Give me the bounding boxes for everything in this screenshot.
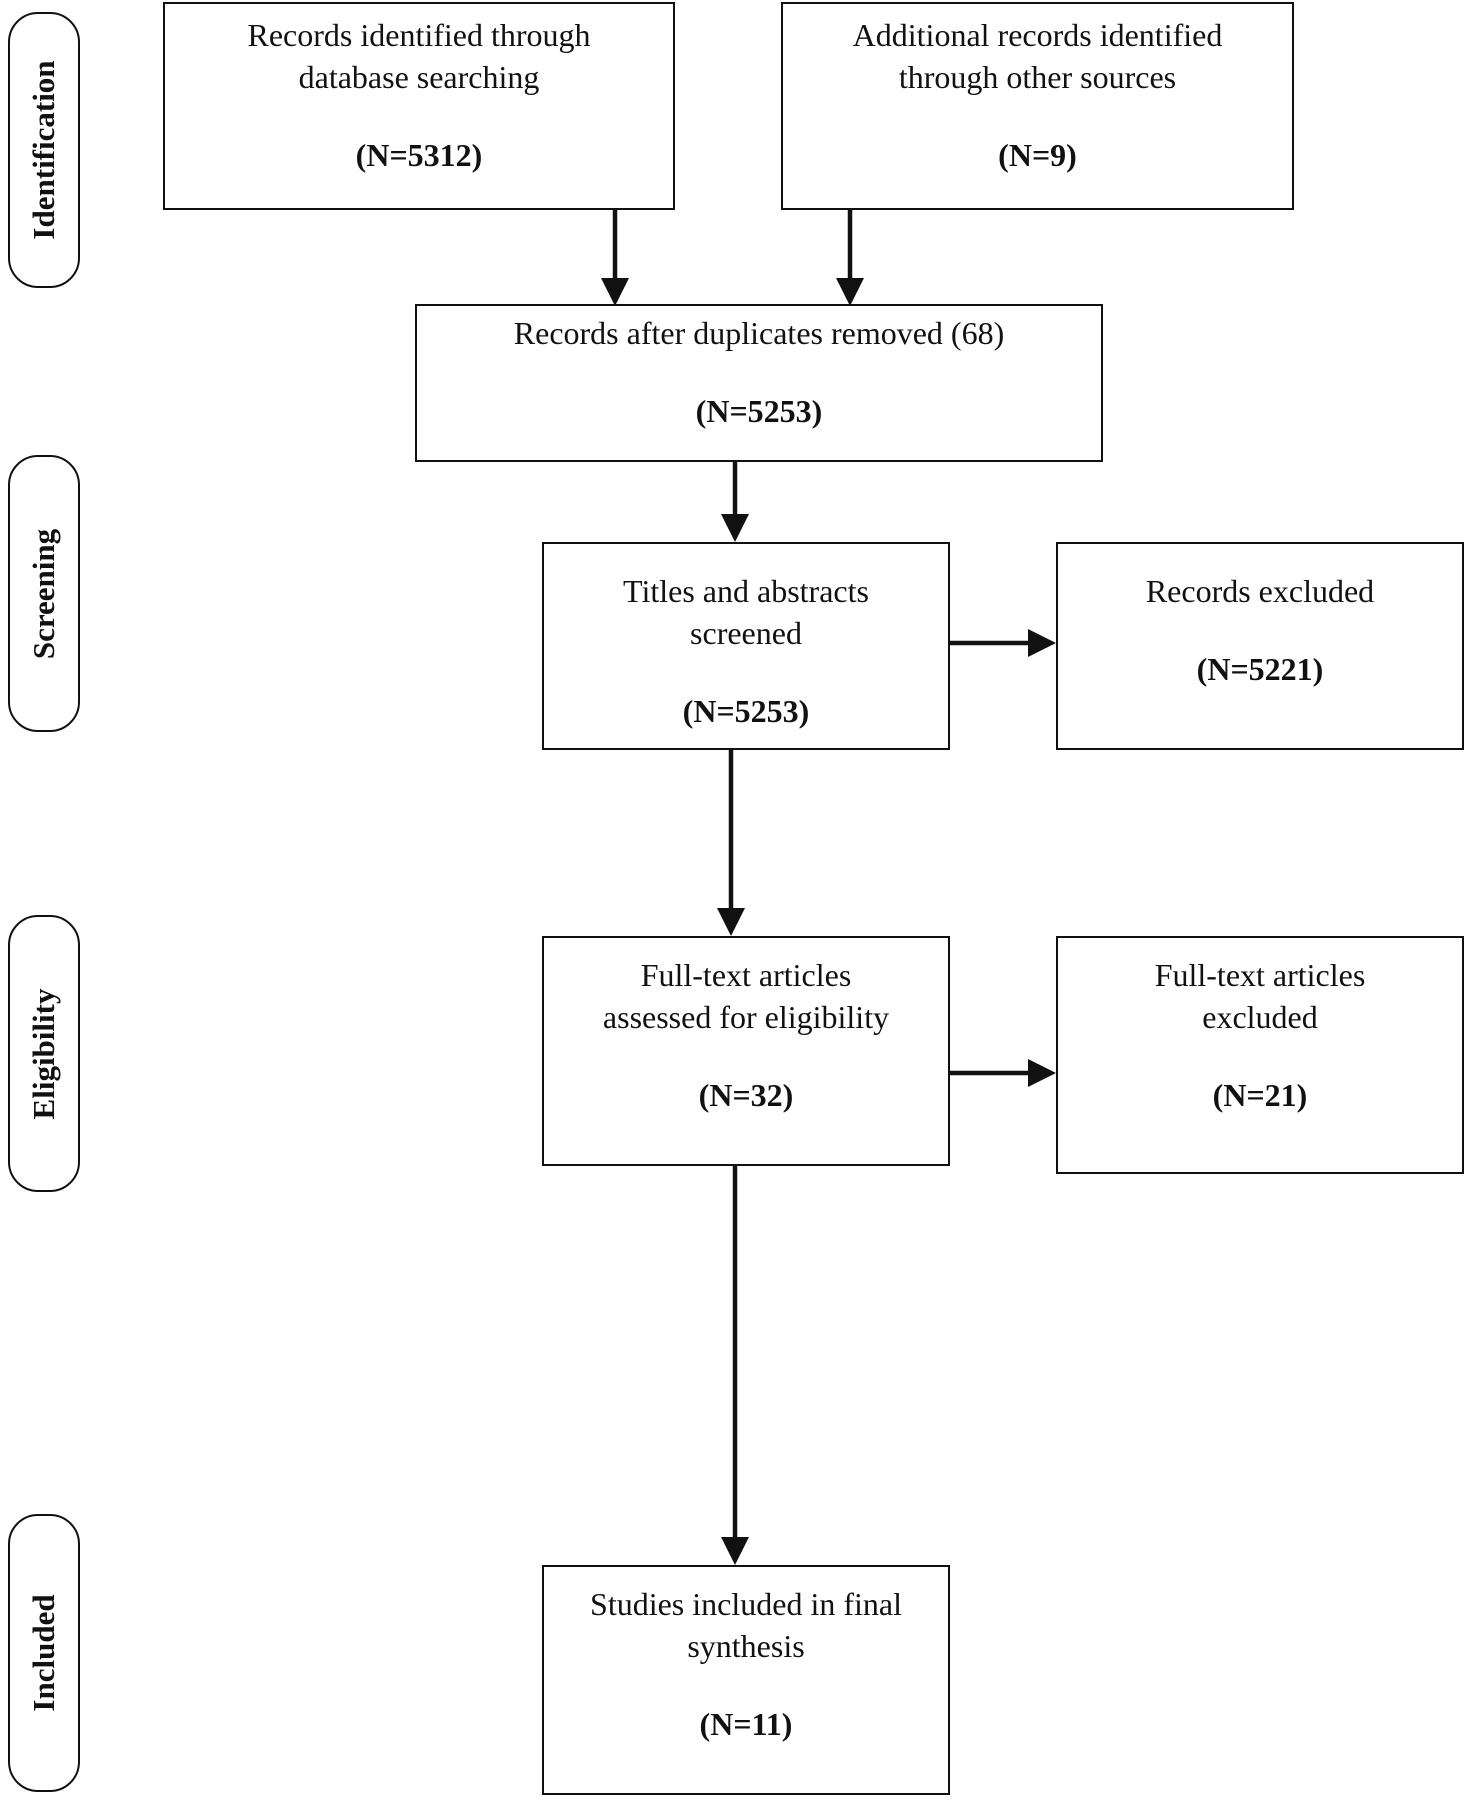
box-records-excluded: Records excluded (N=5221)	[1056, 542, 1464, 750]
box-line: Records excluded	[1145, 573, 1375, 609]
arrowhead-icon	[836, 278, 864, 306]
box-line: synthesis	[687, 1628, 805, 1664]
box-titles-abstracts-screened: Titles and abstracts screened (N=5253)	[542, 542, 950, 750]
box-count: (N=9)	[998, 137, 1077, 173]
box-count: (N=5221)	[1196, 651, 1324, 687]
phase-identification-label: Identification	[26, 60, 61, 240]
box-studies-included: Studies included in final synthesis (N=1…	[542, 1565, 950, 1795]
box-line: Titles and abstracts	[623, 573, 869, 609]
arrowhead-icon	[717, 908, 745, 936]
arrowhead-icon	[601, 278, 629, 306]
box-duplicates-removed: Records after duplicates removed (68) (N…	[415, 304, 1103, 462]
box-full-text-assessed: Full-text articles assessed for eligibil…	[542, 936, 950, 1166]
arrowhead-icon	[721, 1537, 749, 1565]
arrowhead-icon	[721, 514, 749, 542]
phase-included: Included	[8, 1514, 80, 1792]
box-line: database searching	[298, 59, 540, 95]
box-count: (N=11)	[699, 1706, 793, 1742]
box-count: (N=32)	[698, 1077, 794, 1113]
box-other-sources: Additional records identified through ot…	[781, 2, 1294, 210]
phase-screening: Screening	[8, 455, 80, 732]
arrowhead-icon	[1028, 1059, 1056, 1087]
box-line: Full-text articles	[640, 957, 852, 993]
box-count: (N=21)	[1212, 1077, 1308, 1113]
arrowhead-icon	[1028, 629, 1056, 657]
phase-screening-label: Screening	[26, 528, 61, 659]
phase-eligibility: Eligibility	[8, 915, 80, 1192]
phase-included-label: Included	[26, 1594, 61, 1712]
box-database-records: Records identified through database sear…	[163, 2, 675, 210]
box-line: Records identified through	[247, 17, 591, 53]
box-line: Studies included in final	[590, 1586, 902, 1622]
box-line: Additional records identified	[852, 17, 1223, 53]
box-line: through other sources	[898, 59, 1177, 95]
box-full-text-excluded: Full-text articles excluded (N=21)	[1056, 936, 1464, 1174]
box-line: screened	[690, 615, 802, 651]
box-line: excluded	[1202, 999, 1318, 1035]
phase-eligibility-label: Eligibility	[26, 988, 61, 1119]
box-count: (N=5253)	[695, 393, 823, 429]
box-line: Records after duplicates removed (68)	[513, 315, 1005, 351]
box-line: Full-text articles	[1154, 957, 1366, 993]
box-count: (N=5312)	[355, 137, 483, 173]
phase-identification: Identification	[8, 12, 80, 288]
box-line: assessed for eligibility	[602, 999, 890, 1035]
box-count: (N=5253)	[682, 693, 810, 729]
